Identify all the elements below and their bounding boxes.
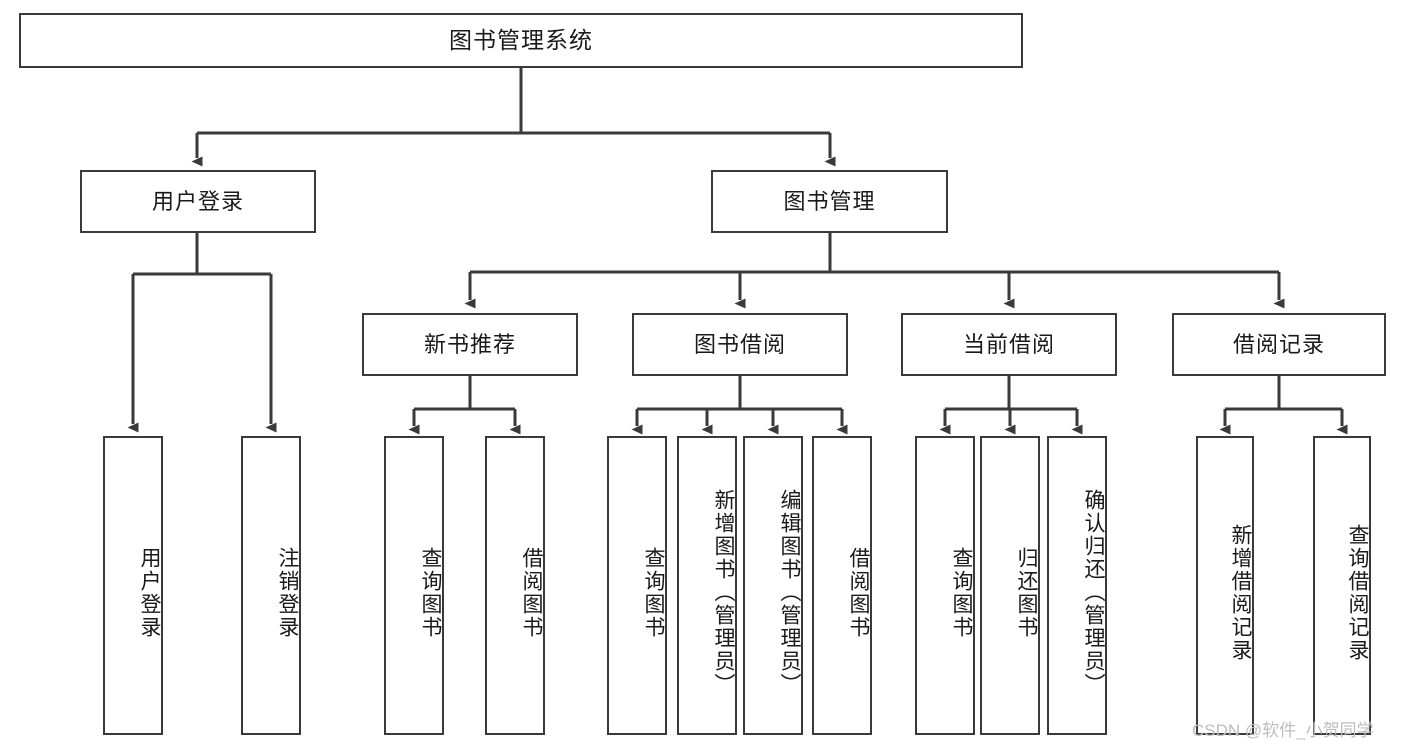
node-label: 新增图书（管理员） — [712, 489, 735, 696]
node-label: 新增借阅记录 — [1229, 523, 1252, 662]
node-label: 查询借阅记录 — [1346, 523, 1369, 662]
node-leaf-logout-login[interactable]: 注销登录 — [241, 436, 301, 735]
node-leaf-borrow-book-recommend[interactable]: 借阅图书 — [485, 436, 545, 735]
node-label: 归还图书 — [1015, 546, 1038, 639]
csdn-watermark: CSDN @软件_小贺同学 — [1192, 721, 1374, 740]
node-leaf-borrow-book[interactable]: 借阅图书 — [812, 436, 872, 735]
node-label: 查询图书 — [950, 546, 973, 639]
node-leaf-query-book-current[interactable]: 查询图书 — [915, 436, 975, 735]
node-label: 图书借阅 — [693, 331, 786, 357]
node-leaf-return-book[interactable]: 归还图书 — [980, 436, 1040, 735]
node-leaf-query-book-borrow[interactable]: 查询图书 — [607, 436, 667, 735]
node-book-management[interactable]: 图书管理 — [711, 170, 948, 233]
node-label: 确认归还（管理员） — [1082, 489, 1105, 696]
node-leaf-add-borrow-record[interactable]: 新增借阅记录 — [1196, 436, 1254, 735]
node-label: 借阅记录 — [1232, 331, 1325, 357]
node-book-borrow[interactable]: 图书借阅 — [632, 313, 848, 376]
node-label: 编辑图书（管理员） — [778, 489, 801, 696]
node-label: 图书管理系统 — [449, 26, 593, 53]
node-leaf-confirm-return[interactable]: 确认归还（管理员） — [1047, 436, 1107, 735]
node-leaf-edit-book[interactable]: 编辑图书（管理员） — [743, 436, 803, 735]
node-new-book-recommend[interactable]: 新书推荐 — [362, 313, 578, 376]
node-label: 注销登录 — [276, 546, 299, 639]
node-label: 查询图书 — [419, 546, 442, 639]
node-label: 当前借阅 — [962, 331, 1055, 357]
node-label: 借阅图书 — [847, 546, 870, 639]
node-label: 图书管理 — [783, 188, 876, 214]
node-leaf-add-book[interactable]: 新增图书（管理员） — [677, 436, 737, 735]
node-leaf-query-borrow-record[interactable]: 查询借阅记录 — [1313, 436, 1371, 735]
node-label: 查询图书 — [642, 546, 665, 639]
node-leaf-query-book-recommend[interactable]: 查询图书 — [384, 436, 444, 735]
node-label: 新书推荐 — [423, 331, 516, 357]
node-leaf-user-login[interactable]: 用户登录 — [103, 436, 163, 735]
node-label: 用户登录 — [151, 188, 244, 214]
node-borrow-record[interactable]: 借阅记录 — [1172, 313, 1386, 376]
node-label: 用户登录 — [138, 546, 161, 639]
node-root-book-management-system[interactable]: 图书管理系统 — [19, 13, 1023, 68]
node-user-login[interactable]: 用户登录 — [80, 170, 316, 233]
node-current-borrow[interactable]: 当前借阅 — [901, 313, 1117, 376]
node-label: 借阅图书 — [520, 546, 543, 639]
